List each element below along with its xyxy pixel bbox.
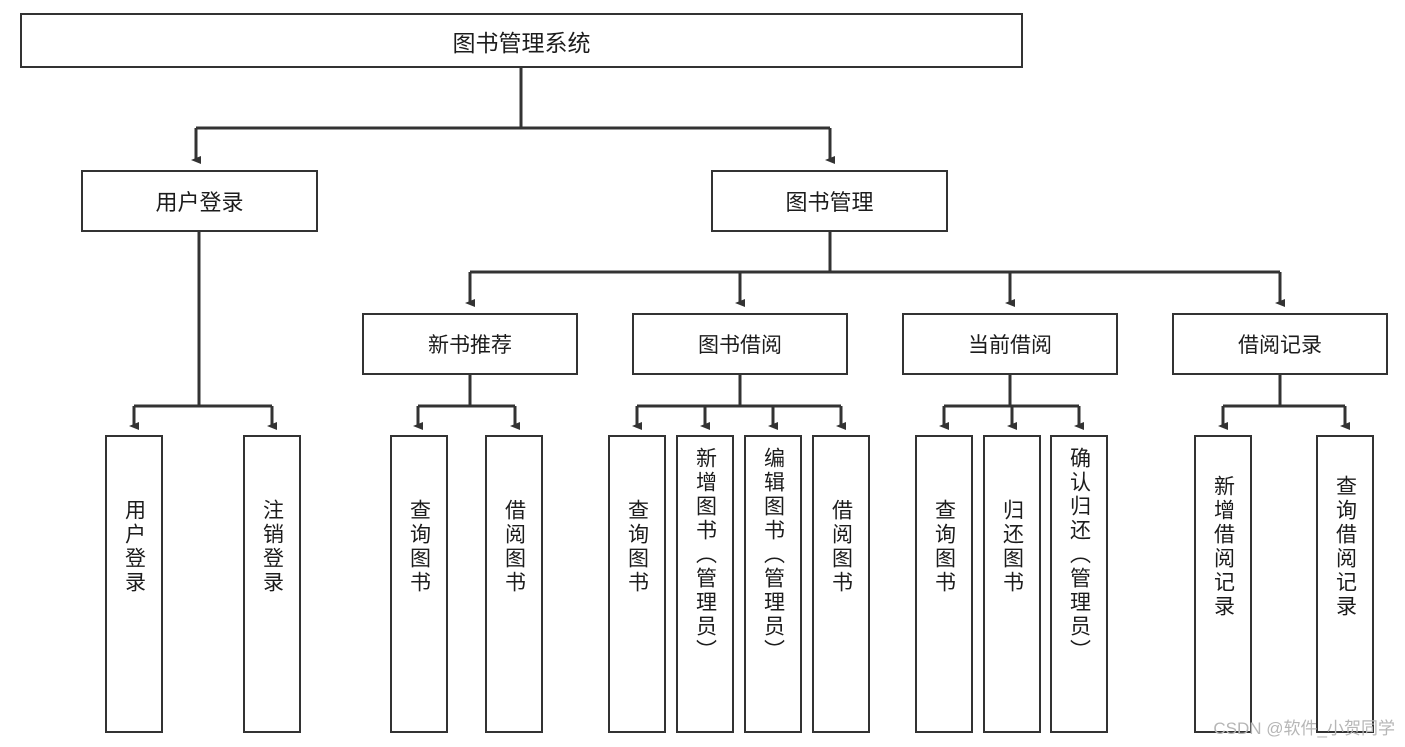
- leaf-logout-label: 注销登录: [260, 499, 284, 595]
- leaf-confirm-return-admin[interactable]: 确认归还（管理员）: [1050, 435, 1108, 733]
- leaf-add-book-admin[interactable]: 新增图书（管理员）: [676, 435, 734, 733]
- leaf-add-borrow-record-label: 新增借阅记录: [1211, 475, 1235, 619]
- node-user-login[interactable]: 用户登录: [81, 170, 318, 232]
- leaf-user-login-label: 用户登录: [122, 499, 146, 595]
- node-current-borrow-label: 当前借阅: [968, 334, 1052, 357]
- leaf-confirm-return-admin-label: 确认归还（管理员）: [1067, 447, 1091, 663]
- leaf-query-book-1-label: 查询图书: [407, 499, 431, 595]
- node-borrow-record[interactable]: 借阅记录: [1172, 313, 1388, 375]
- leaf-query-book-2-label: 查询图书: [625, 499, 649, 595]
- leaf-return-book-label: 归还图书: [1000, 499, 1024, 595]
- node-book-borrow[interactable]: 图书借阅: [632, 313, 848, 375]
- leaf-logout[interactable]: 注销登录: [243, 435, 301, 733]
- leaf-borrow-book-1[interactable]: 借阅图书: [485, 435, 543, 733]
- node-borrow-record-label: 借阅记录: [1238, 334, 1322, 357]
- leaf-edit-book-admin-label: 编辑图书（管理员）: [761, 447, 785, 663]
- leaf-query-book-3[interactable]: 查询图书: [915, 435, 973, 733]
- node-user-login-label: 用户登录: [155, 190, 244, 215]
- leaf-borrow-book-2-label: 借阅图书: [829, 499, 853, 595]
- leaf-borrow-book-1-label: 借阅图书: [502, 499, 526, 595]
- node-book-management-label: 图书管理: [785, 190, 874, 215]
- leaf-user-login[interactable]: 用户登录: [105, 435, 163, 733]
- leaf-query-book-3-label: 查询图书: [932, 499, 956, 595]
- node-root-label: 图书管理系统: [452, 29, 591, 56]
- node-new-book-recommend-label: 新书推荐: [428, 334, 512, 357]
- node-root-system[interactable]: 图书管理系统: [20, 13, 1023, 68]
- leaf-return-book[interactable]: 归还图书: [983, 435, 1041, 733]
- node-book-borrow-label: 图书借阅: [698, 334, 782, 357]
- node-new-book-recommend[interactable]: 新书推荐: [362, 313, 578, 375]
- leaf-query-book-1[interactable]: 查询图书: [390, 435, 448, 733]
- leaf-edit-book-admin[interactable]: 编辑图书（管理员）: [744, 435, 802, 733]
- leaf-query-borrow-record-label: 查询借阅记录: [1333, 475, 1357, 619]
- csdn-watermark: CSDN @软件_小贺同学: [1213, 719, 1395, 738]
- leaf-borrow-book-2[interactable]: 借阅图书: [812, 435, 870, 733]
- leaf-add-book-admin-label: 新增图书（管理员）: [693, 447, 717, 663]
- leaf-query-book-2[interactable]: 查询图书: [608, 435, 666, 733]
- leaf-add-borrow-record[interactable]: 新增借阅记录: [1194, 435, 1252, 733]
- leaf-query-borrow-record[interactable]: 查询借阅记录: [1316, 435, 1374, 733]
- node-book-management[interactable]: 图书管理: [711, 170, 948, 232]
- node-current-borrow[interactable]: 当前借阅: [902, 313, 1118, 375]
